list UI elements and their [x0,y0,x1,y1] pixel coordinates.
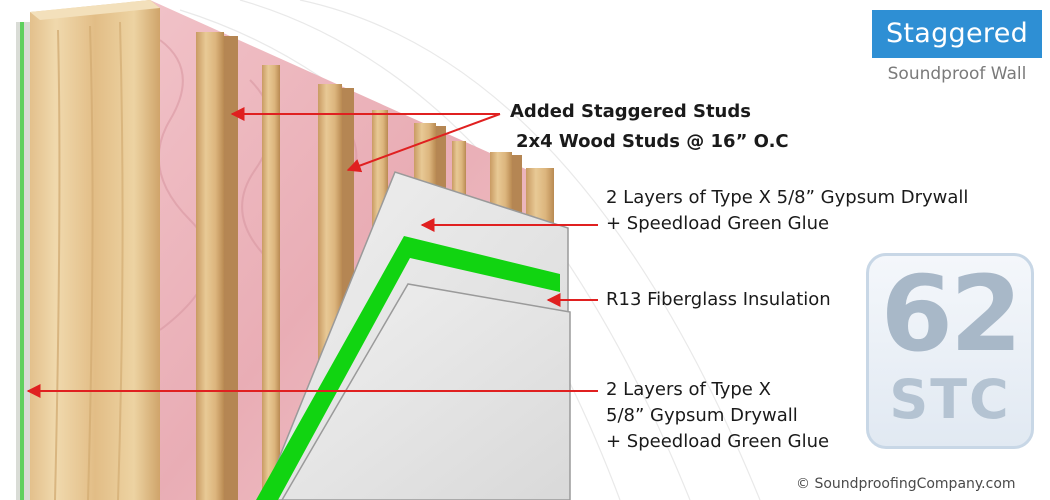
arrow-studs-right [346,113,501,173]
front-stud [16,0,160,500]
stc-rating-unit: STC [889,368,1011,431]
label-drywall-bottom-line1: 2 Layers of Type X [606,379,771,400]
callout-arrows [26,107,598,398]
label-drywall-top-line1: 2 Layers of Type X 5/8” Gypsum Drywall [606,187,969,208]
label-drywall-bottom-line2: 5/8” Gypsum Drywall [606,405,798,426]
stc-rating-value: 62 [880,253,1023,375]
label-insulation: R13 Fiberglass Insulation [606,289,831,310]
badge-title: Staggered [885,18,1029,49]
stc-rating-box [866,253,1034,449]
label-drywall-bottom-line3: + Speedload Green Glue [606,431,830,452]
title-badge: Staggered [872,10,1042,58]
badge-subtitle: Soundproof Wall [887,64,1027,84]
label-studs-line2: 2x4 Wood Studs @ 16” O.C [516,131,789,152]
copyright-notice: © SoundproofingCompany.com [796,476,1016,492]
label-drywall-top-line2: + Speedload Green Glue [606,213,830,234]
label-studs-line1: Added Staggered Studs [510,101,751,122]
